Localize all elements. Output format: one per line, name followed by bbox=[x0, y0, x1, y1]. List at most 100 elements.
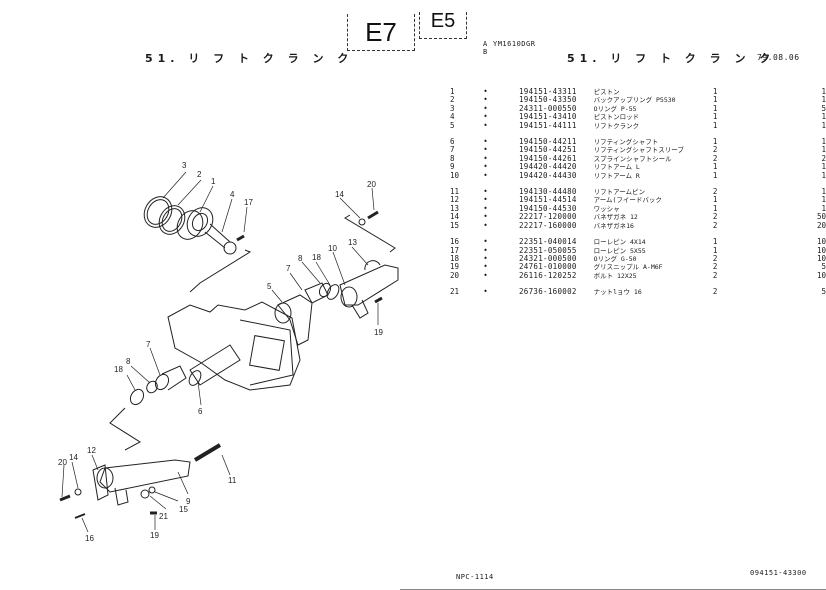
model-b-label: B bbox=[483, 48, 488, 56]
quantity-a: 1 bbox=[712, 137, 718, 147]
callout-10: 10 bbox=[328, 244, 337, 253]
quantity-a: 2 bbox=[712, 262, 718, 272]
callout-21: 21 bbox=[159, 512, 168, 521]
part-number: 26736-160002 bbox=[518, 287, 577, 297]
part-name: ピストンロッド bbox=[593, 113, 640, 122]
part-name: リフトアーム R bbox=[593, 171, 640, 180]
part-name: ローレピン 5X55 bbox=[593, 246, 646, 255]
part-ref-number: 18 bbox=[450, 253, 460, 263]
quantity-b: 1 bbox=[821, 162, 826, 172]
quantity-a: 1 bbox=[712, 237, 718, 247]
part-mark: • bbox=[483, 153, 488, 163]
washer-part-14-right bbox=[358, 218, 366, 226]
part-ref-number: 9 bbox=[450, 162, 455, 172]
part-number: 22351-050055 bbox=[518, 245, 577, 255]
part-ref-number: 19 bbox=[450, 262, 460, 272]
callout-19: 19 bbox=[374, 328, 383, 337]
quantity-b: 1 bbox=[821, 95, 826, 105]
quantity-b: 1 bbox=[821, 87, 826, 96]
seal-part-8-left bbox=[146, 380, 158, 394]
quantity-a: 1 bbox=[712, 170, 718, 180]
pin-part-17 bbox=[236, 234, 245, 242]
quantity-a: 2 bbox=[712, 153, 718, 163]
quantity-b: 5 bbox=[821, 262, 826, 272]
lifting-shaft-part-6 bbox=[188, 344, 241, 386]
callout-15: 15 bbox=[179, 505, 188, 514]
part-ref-number: 5 bbox=[450, 120, 455, 130]
quantity-a: 2 bbox=[712, 220, 718, 230]
o-ring-part-18-left bbox=[129, 388, 145, 406]
pin-part-16 bbox=[74, 513, 86, 519]
part-name: スプラインシャフトシール bbox=[593, 154, 672, 163]
callout-14-left: 14 bbox=[69, 453, 78, 462]
quantity-b: 1 bbox=[821, 203, 826, 213]
part-number: 194151-43410 bbox=[518, 112, 577, 122]
quantity-b: 1 bbox=[821, 120, 826, 130]
model-a-label: A bbox=[483, 40, 488, 48]
quantity-b: 1 bbox=[821, 170, 826, 180]
quantity-a: 2 bbox=[712, 287, 718, 297]
part-name: バネザガネ 12 bbox=[593, 213, 638, 222]
callout-13: 13 bbox=[348, 238, 357, 247]
part-name: バネザガネ16 bbox=[593, 221, 634, 230]
part-mark: • bbox=[483, 162, 488, 172]
lift-arm-r-part-10 bbox=[339, 264, 399, 319]
quantity-a: 2 bbox=[712, 270, 718, 280]
part-name: ローレピン 4X14 bbox=[593, 238, 646, 247]
part-number: 194420-44420 bbox=[518, 162, 577, 172]
part-mark: • bbox=[483, 270, 488, 280]
part-name: ワッシャ bbox=[593, 204, 620, 213]
part-number: 24311-000550 bbox=[518, 103, 577, 113]
part-mark: • bbox=[483, 212, 488, 222]
part-ref-number: 7 bbox=[450, 145, 455, 155]
quantity-a: 1 bbox=[712, 87, 718, 96]
part-ref-number: 20 bbox=[450, 270, 460, 280]
quantity-a: 1 bbox=[712, 112, 718, 122]
washer-part-14-left bbox=[74, 488, 82, 496]
washer-part-13 bbox=[364, 260, 381, 271]
part-number: 194151-44514 bbox=[518, 195, 577, 205]
part-ref-number: 14 bbox=[450, 212, 460, 222]
quantity-b: 5 bbox=[821, 103, 826, 113]
callout-20: 20 bbox=[367, 180, 376, 189]
part-mark: • bbox=[483, 203, 488, 213]
quantity-b: 2 bbox=[821, 153, 826, 163]
secondary-stamp: E5 bbox=[419, 12, 467, 39]
catalog-number: 094151-43300 bbox=[750, 569, 807, 577]
lift-arm-l-part-9 bbox=[96, 459, 191, 506]
callout-18: 18 bbox=[312, 253, 321, 262]
callout-6: 6 bbox=[198, 407, 203, 416]
model-a-value: YM1610DGR bbox=[493, 40, 536, 48]
part-ref-number: 15 bbox=[450, 220, 460, 230]
callout-20-left: 20 bbox=[58, 458, 67, 467]
o-ring-part-18-right bbox=[326, 284, 340, 300]
lift-arm-pin-part-11 bbox=[193, 443, 222, 462]
callout-18-left: 18 bbox=[114, 365, 123, 374]
bolt-part-20-left bbox=[59, 494, 71, 502]
part-name: Oリング P-55 bbox=[593, 104, 637, 113]
part-ref-number: 4 bbox=[450, 112, 455, 122]
part-name: グリスニップル A-M6F bbox=[593, 263, 663, 272]
quantity-b: 10 bbox=[816, 253, 826, 263]
callout-17: 17 bbox=[244, 198, 253, 207]
quantity-b: 20 bbox=[816, 220, 826, 230]
callout-14: 14 bbox=[335, 190, 344, 199]
arm-feedback-part-12 bbox=[92, 464, 109, 501]
part-number: 22217-160000 bbox=[518, 220, 577, 230]
part-number: 194150-44530 bbox=[518, 203, 577, 213]
lift-housing bbox=[167, 301, 301, 391]
callout-19-left: 19 bbox=[150, 531, 159, 540]
